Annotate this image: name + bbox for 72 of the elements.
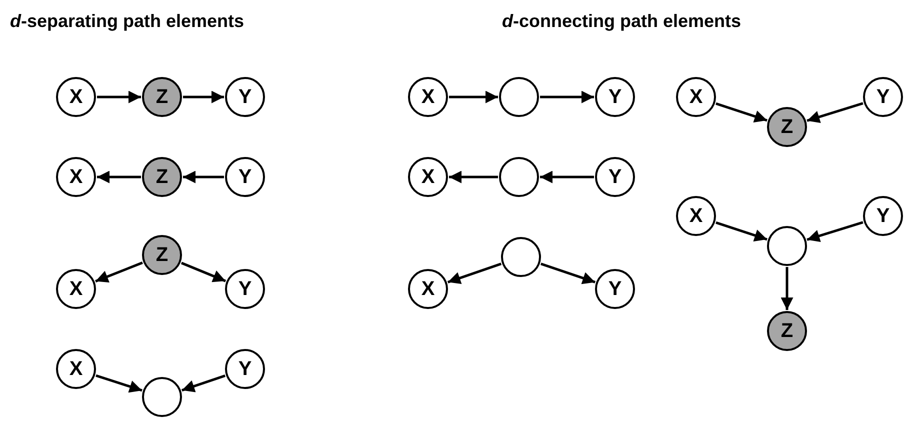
- arrow: [183, 90, 224, 104]
- arrow: [780, 267, 794, 310]
- variable-label: X: [421, 279, 435, 299]
- variable-node: [142, 77, 182, 117]
- variable-node: [225, 77, 265, 117]
- variable-node: [676, 77, 716, 117]
- variable-label: X: [69, 279, 83, 299]
- arrow: [96, 374, 142, 393]
- variable-label: Y: [608, 87, 622, 107]
- variable-node: [142, 235, 182, 275]
- section-heading: d-separating path elements: [10, 10, 244, 33]
- variable-node: [595, 157, 635, 197]
- variable-label: Y: [238, 359, 252, 379]
- variable-label: Y: [876, 87, 890, 107]
- variable-node: [767, 311, 807, 351]
- arrow: [540, 90, 594, 104]
- variable-label: X: [69, 167, 83, 187]
- variable-label: X: [421, 87, 435, 107]
- variable-label: Y: [608, 167, 622, 187]
- variable-node: [225, 349, 265, 389]
- arrow: [540, 262, 596, 284]
- arrow: [97, 170, 141, 184]
- section-heading: d-connecting path elements: [502, 10, 742, 33]
- arrow: [180, 262, 226, 282]
- arrow: [540, 170, 594, 184]
- variable-node: [863, 77, 903, 117]
- variable-node: [676, 196, 716, 236]
- variable-node: [408, 269, 448, 309]
- arrow: [447, 262, 502, 284]
- variable-node: [56, 349, 96, 389]
- variable-label: X: [421, 167, 435, 187]
- empty-node: [499, 157, 539, 197]
- arrow: [449, 170, 498, 184]
- arrow: [716, 221, 768, 242]
- empty-node: [501, 237, 541, 277]
- variable-node: [595, 269, 635, 309]
- variable-label: Y: [608, 279, 622, 299]
- arrow: [449, 90, 498, 104]
- arrow: [97, 90, 141, 104]
- arrow: [182, 374, 226, 392]
- variable-label: Y: [238, 279, 252, 299]
- empty-node: [767, 226, 807, 266]
- empty-node: [142, 377, 182, 417]
- arrow: [806, 102, 864, 123]
- variable-label: Y: [876, 206, 890, 226]
- arrow: [95, 262, 143, 282]
- variable-label: Z: [156, 245, 168, 265]
- variable-node: [225, 157, 265, 197]
- variable-node: [56, 269, 96, 309]
- variable-node: [56, 77, 96, 117]
- variable-label: Z: [156, 167, 168, 187]
- variable-node: [408, 77, 448, 117]
- variable-node: [595, 77, 635, 117]
- variable-label: Z: [780, 321, 794, 341]
- variable-node: [225, 269, 265, 309]
- variable-label: Y: [238, 87, 252, 107]
- arrow: [183, 170, 224, 184]
- variable-label: X: [689, 87, 703, 107]
- variable-node: [863, 196, 903, 236]
- variable-label: X: [689, 206, 703, 226]
- variable-node: [767, 107, 807, 147]
- variable-label: Y: [238, 167, 252, 187]
- empty-node: [499, 77, 539, 117]
- arrow: [716, 102, 768, 122]
- variable-label: X: [69, 87, 83, 107]
- variable-label: Z: [780, 117, 794, 137]
- variable-node: [142, 157, 182, 197]
- variable-node: [56, 157, 96, 197]
- variable-label: X: [69, 359, 83, 379]
- variable-node: [408, 157, 448, 197]
- arrow: [806, 221, 864, 242]
- variable-label: Z: [156, 87, 168, 107]
